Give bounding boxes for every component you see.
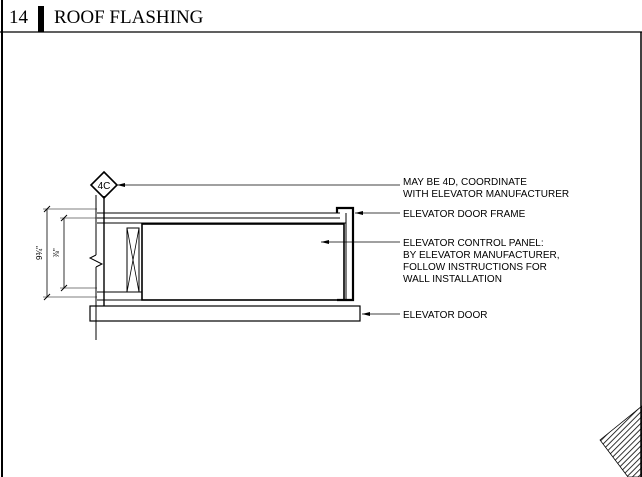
dimension-outer [43,205,97,301]
note-elevator-door: ELEVATOR DOOR [403,310,487,321]
title-divider [38,6,44,32]
note-section-tag: MAY BE 4D, COORDINATE WITH ELEVATOR MANU… [403,177,569,200]
note-control-panel: ELEVATOR CONTROL PANEL: BY ELEVATOR MANU… [403,238,562,285]
dimension-inner [60,214,97,292]
elevator-control-panel [141,223,345,301]
elevator-door [89,305,361,322]
note-door-frame: ELEVATOR DOOR FRAME [403,209,526,220]
wall-section [97,212,346,301]
title-bar: 14 ROOF FLASHING [0,6,642,33]
break-line-symbol [88,254,104,268]
elevator-door-frame [335,206,355,302]
detail-title: ROOF FLASHING [54,7,204,28]
dimension-outer-label: 9¾" [35,246,44,260]
dimension-inner-label: ⅞" [52,248,61,258]
leader-lines [117,183,400,316]
section-tag: 4C [89,170,119,200]
section-tag-label: 4C [98,181,111,192]
north-arrow [599,405,642,477]
detail-number: 14 [9,7,29,28]
blocking [126,227,140,293]
